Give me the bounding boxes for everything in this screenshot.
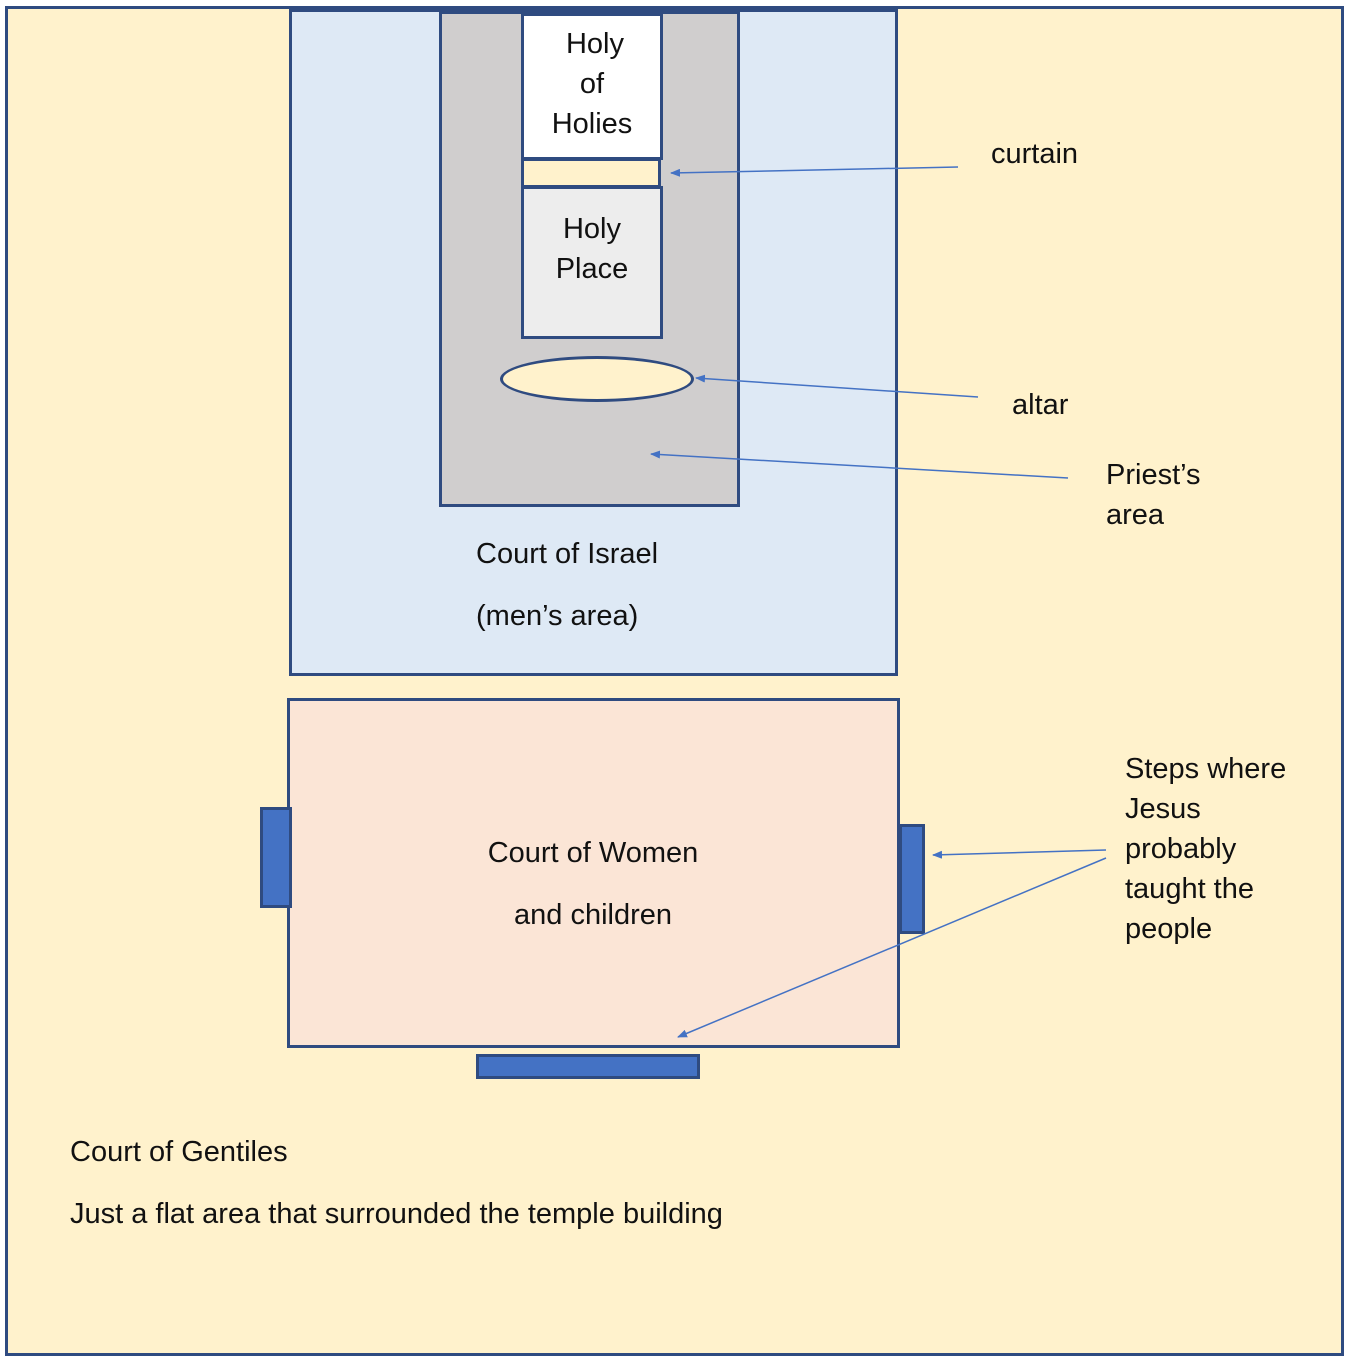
altar-ellipse bbox=[500, 356, 694, 402]
priests-area-arrow bbox=[650, 450, 1069, 479]
altar-label: altar bbox=[1012, 389, 1069, 421]
steps-label: Steps where Jesus probably taught the pe… bbox=[1125, 753, 1287, 945]
holy-of-holies bbox=[521, 13, 663, 160]
priests-area-label: Priest’s area bbox=[1106, 459, 1201, 531]
curtain-label: curtain bbox=[991, 138, 1079, 170]
steps-bottom-arrow bbox=[677, 857, 1107, 1038]
steps-right-arrow bbox=[932, 849, 1107, 859]
court-of-gentiles-label: Court of Gentiles Just a flat area that … bbox=[70, 1136, 723, 1230]
steps-bottom bbox=[476, 1054, 700, 1079]
curtain-arrow bbox=[670, 166, 959, 177]
steps-left bbox=[260, 807, 292, 908]
holy-of-holies-label: Holy of Holies bbox=[551, 28, 633, 140]
court-of-women-label: Court of Women and children bbox=[487, 837, 699, 931]
court-of-women-area bbox=[287, 698, 900, 1048]
altar-arrow bbox=[695, 374, 979, 398]
holy-place bbox=[521, 186, 663, 339]
court-of-israel-label: Court of Israel (men’s area) bbox=[476, 538, 659, 632]
holy-place-label: Holy Place bbox=[555, 213, 629, 285]
steps-right bbox=[899, 824, 925, 934]
